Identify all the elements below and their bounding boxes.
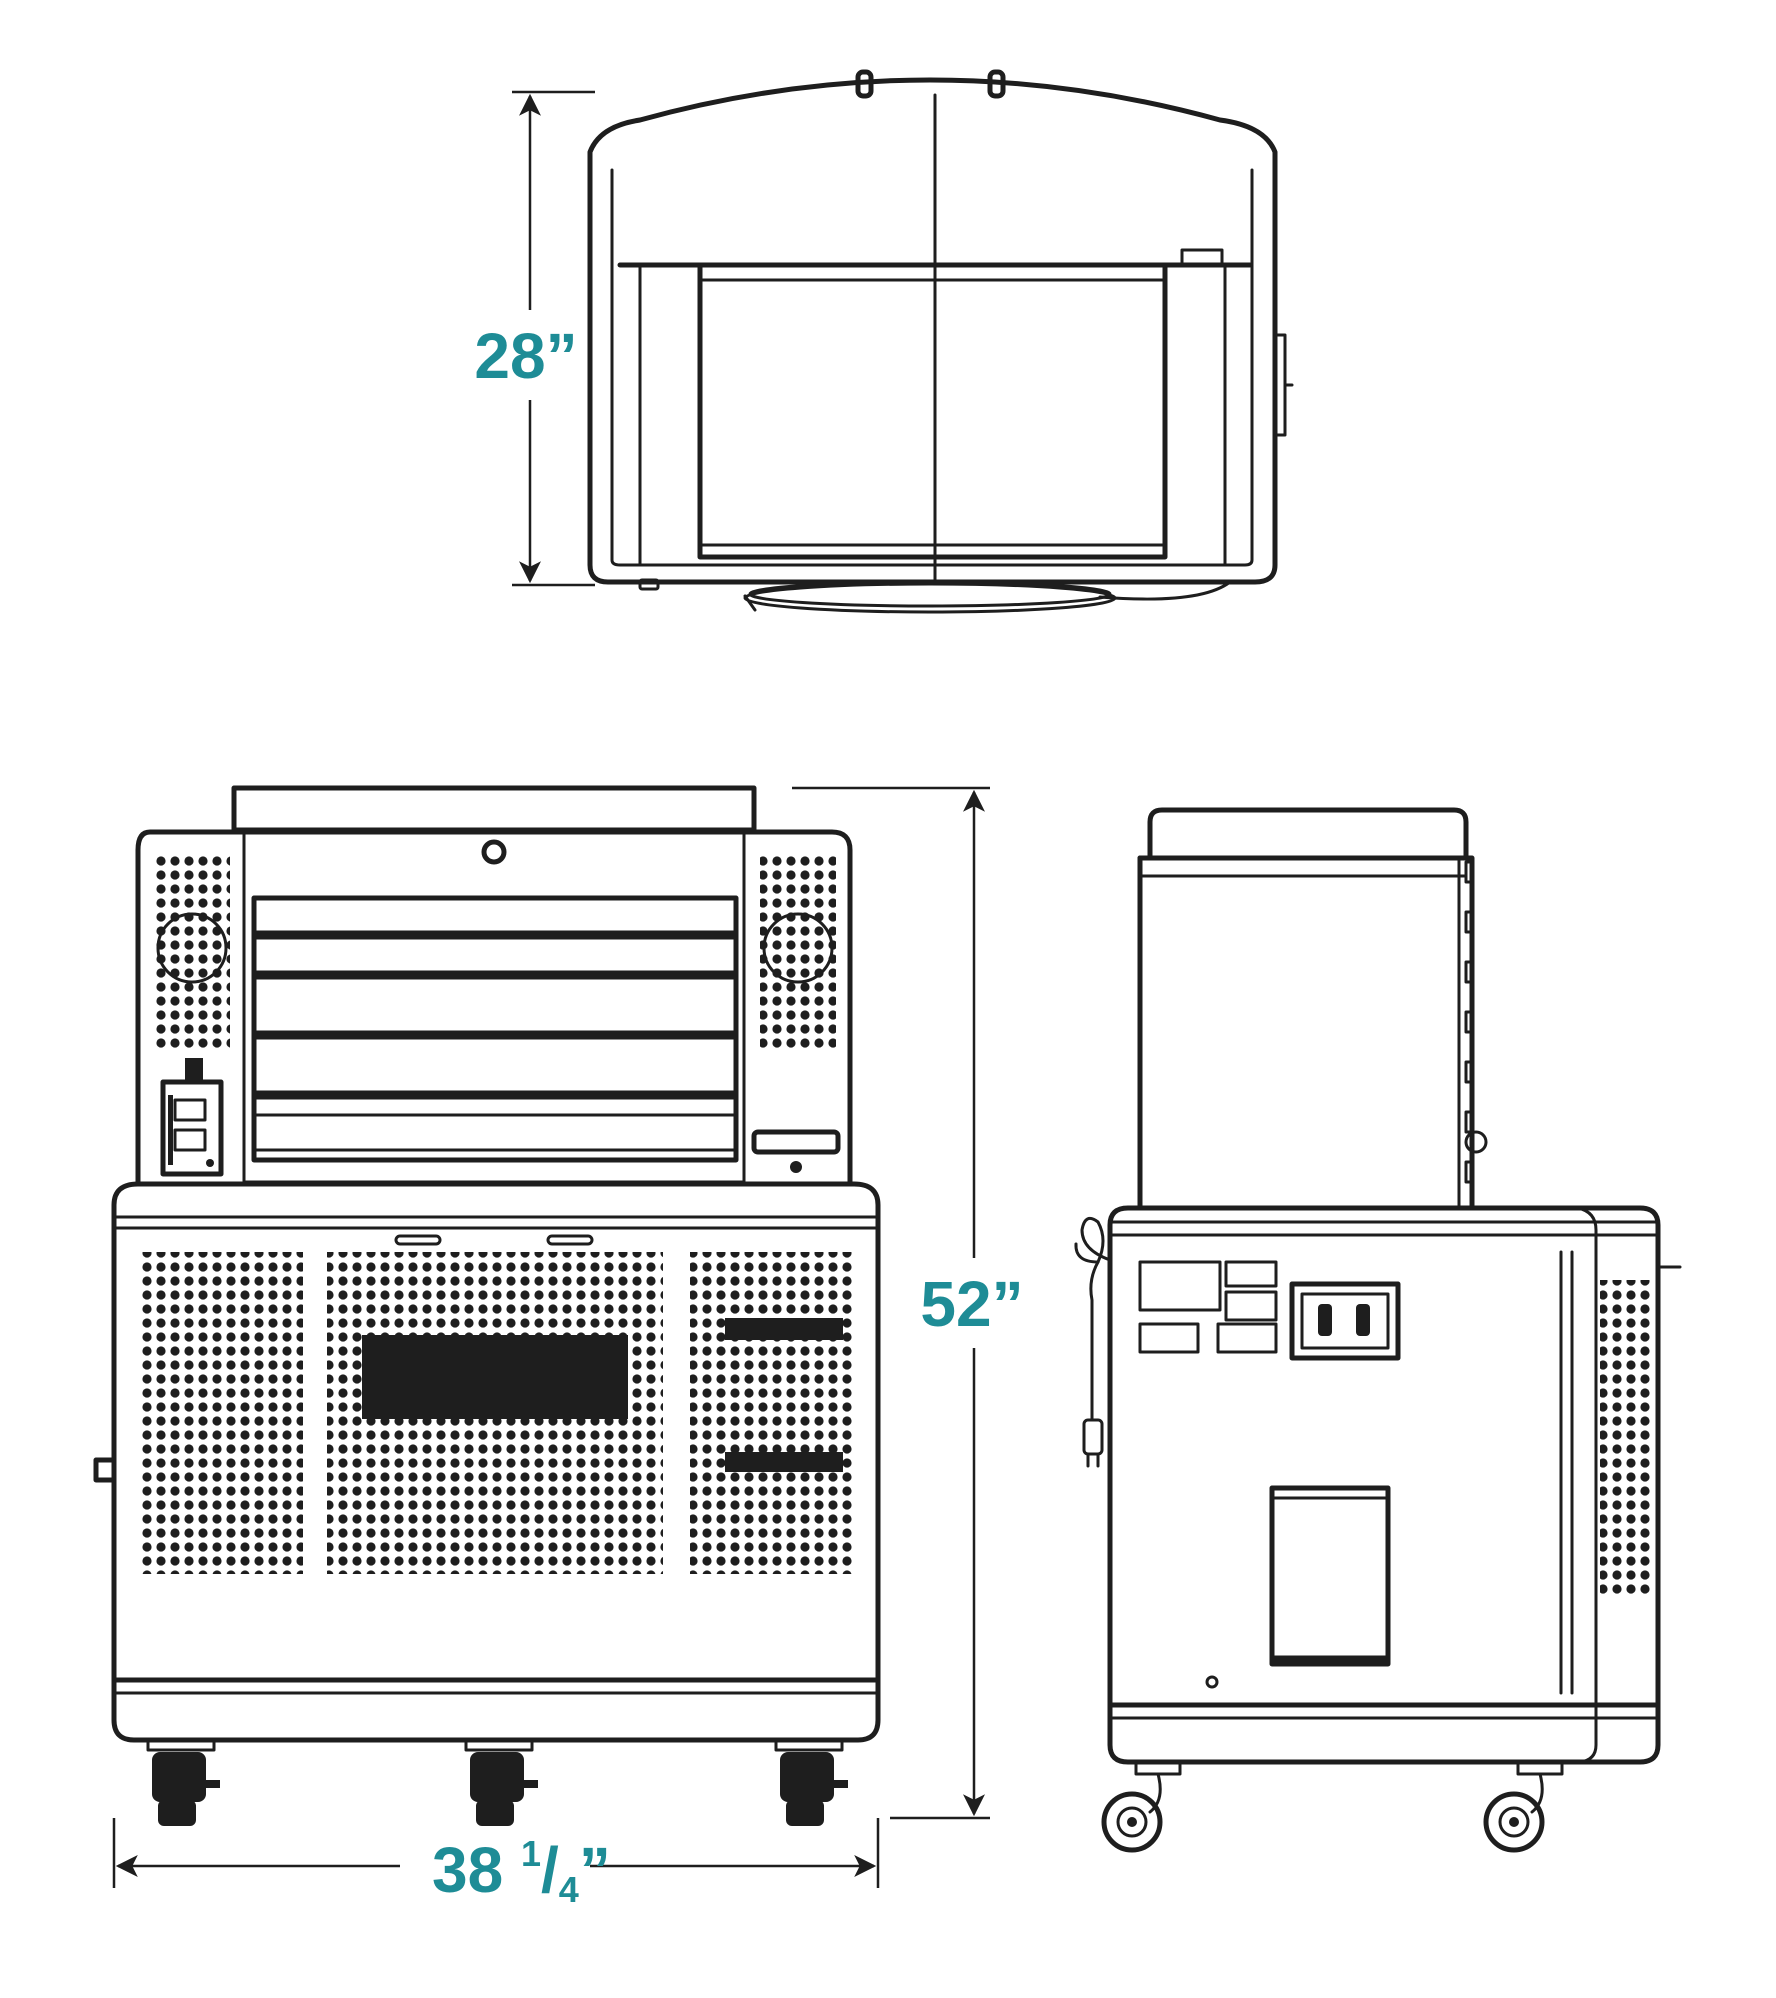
height-label: 52” [920, 1268, 1023, 1340]
front-left-speaker-grille [154, 856, 230, 1052]
front-caster-right [774, 1738, 848, 1826]
front-right-vent-panel [690, 1252, 855, 1574]
side-caster-front [1101, 1760, 1182, 1853]
height-dimension: 52” [792, 786, 1024, 1820]
front-view [93, 785, 881, 1826]
width-dimension: 38 1/4” [112, 1818, 880, 1910]
top-view [587, 69, 1294, 614]
front-left-vent-panel [138, 1252, 303, 1574]
side-rear-vent-panel [1600, 1280, 1652, 1596]
front-right-speaker-grille [760, 856, 836, 1052]
side-view [1074, 807, 1682, 1853]
front-caster-left [146, 1738, 220, 1826]
side-caster-rear [1483, 1760, 1564, 1853]
front-caster-center [464, 1738, 538, 1826]
width-label: 38 1/4” [432, 1833, 611, 1910]
depth-label: 28” [474, 320, 577, 392]
depth-dimension: 28” [474, 90, 595, 587]
